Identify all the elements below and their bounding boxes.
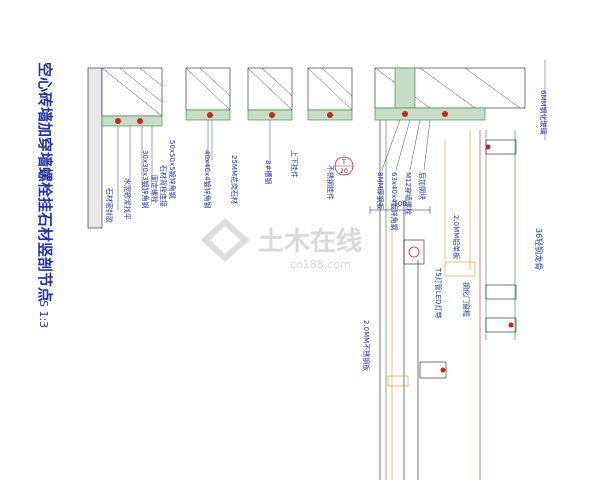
label-stone-bolt: 石材背栓连接 <box>159 165 168 207</box>
mark-top: T <box>341 159 346 166</box>
label-8-channel: 8#槽钢 <box>264 160 273 184</box>
label-m12-bolt: M12穿墙螺栓 <box>404 172 413 215</box>
watermark-main: 土木在线 <box>258 227 362 257</box>
label-t5-led: T5灯管LED灯带 <box>434 267 443 318</box>
label-hanger: 上下挂件 <box>290 150 299 178</box>
label-4040-angle: 40x40x4镀锌角钢 <box>203 150 212 209</box>
mark-bottom: 20 <box>340 168 348 175</box>
label-frame: 钢化门窗框 <box>462 282 471 317</box>
watermark <box>200 217 250 263</box>
label-3030-angle: 30x30x3镀锌角钢 <box>141 150 150 209</box>
detail-3 <box>247 67 293 160</box>
label-6mm-glass: 6MM钢化玻璃 <box>539 90 548 135</box>
label-2mm-panel: 2.0MM铝单板 <box>452 215 461 259</box>
label-36-keel: 36轻钢龙骨 <box>534 228 544 270</box>
drawing-title: 空心砖墙加穿墙螺栓挂石材竖剖节点 <box>36 62 54 302</box>
detail-1 <box>87 67 163 229</box>
label-fix-bolt: 固定螺栓 <box>150 175 159 203</box>
label-63-angle: 63x40x4镀锌角钢 <box>390 172 399 231</box>
scale-label: S 1:3 <box>37 300 50 328</box>
label-stainless-hanger: 不锈钢挂件 <box>326 165 335 200</box>
detail-4 <box>307 67 354 176</box>
detail-2 <box>185 67 231 170</box>
label-cement: 水泥砂浆找平 <box>123 178 132 220</box>
label-2mm-sill: 2.0MM不锈钢板 <box>362 320 371 371</box>
label-seal: 石材密封胶 <box>105 188 114 223</box>
label-reinforce: 后加钢块 <box>418 172 427 200</box>
label-5050-angle: 50x50x5镀锌角钢 <box>168 140 177 199</box>
label-8mm-plate: 8MM厚钢板 <box>376 172 385 210</box>
detail-main <box>369 60 546 480</box>
label-25mm-stone: 25MM花岗石材 <box>230 155 239 204</box>
label-100-dimension: 100 <box>393 200 406 208</box>
watermark-sub: co188.com <box>290 258 351 271</box>
